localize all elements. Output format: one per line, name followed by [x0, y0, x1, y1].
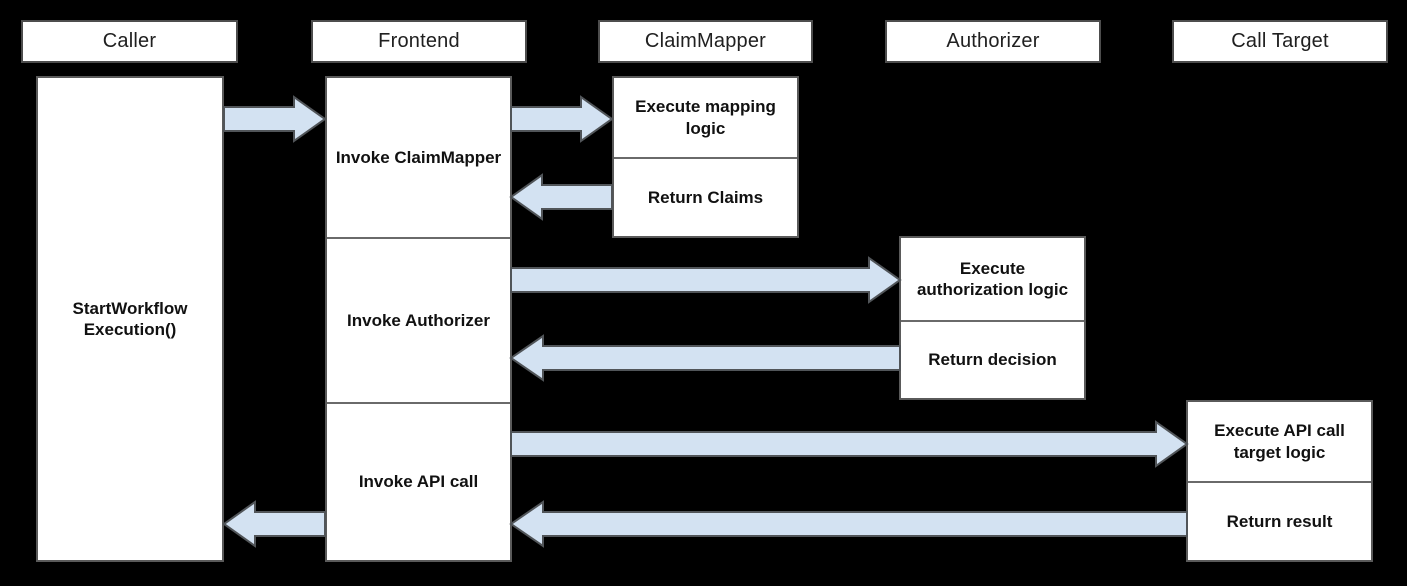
arrow-left-icon	[509, 500, 1188, 548]
activation-claimmapper[interactable]: Execute mapping logic Return Claims	[612, 76, 799, 238]
message-arrow-calltarget-to-frontend[interactable]	[509, 500, 1188, 548]
message-arrow-frontend-to-caller[interactable]	[222, 500, 326, 548]
lifeline-header-calltarget-label: Call Target	[1231, 30, 1329, 52]
arrow-right-icon	[223, 95, 327, 143]
activation-authorizer-segment-1: Execute authorization logic	[901, 238, 1084, 320]
activation-claimmapper-segment-1: Execute mapping logic	[614, 78, 797, 157]
activation-frontend-segment-2-label: Invoke Authorizer	[347, 310, 490, 330]
activation-calltarget-segment-1-label: Execute API call target logic	[1214, 421, 1345, 462]
lifeline-header-authorizer[interactable]: Authorizer	[885, 20, 1101, 63]
message-arrow-frontend-to-claimmapper[interactable]	[510, 95, 614, 143]
arrow-left-icon	[222, 500, 326, 548]
arrow-right-icon	[510, 95, 614, 143]
activation-frontend-segment-1-label: Invoke ClaimMapper	[335, 147, 502, 167]
activation-authorizer[interactable]: Execute authorization logic Return decis…	[899, 236, 1086, 400]
message-arrow-claimmapper-to-frontend[interactable]	[509, 173, 613, 221]
activation-frontend-segment-1: Invoke ClaimMapper	[327, 78, 510, 237]
activation-calltarget[interactable]: Execute API call target logic Return res…	[1186, 400, 1373, 562]
lifeline-header-frontend-label: Frontend	[378, 30, 460, 52]
activation-authorizer-segment-2-label: Return decision	[928, 350, 1057, 370]
message-arrow-authorizer-to-frontend[interactable]	[509, 334, 901, 382]
message-arrow-caller-to-frontend[interactable]	[223, 95, 327, 143]
activation-frontend[interactable]: Invoke ClaimMapper Invoke Authorizer Inv…	[325, 76, 512, 562]
activation-caller-segment-1: StartWorkflow Execution()	[38, 78, 222, 560]
activation-claimmapper-segment-2: Return Claims	[614, 157, 797, 236]
lifeline-header-calltarget[interactable]: Call Target	[1172, 20, 1388, 63]
lifeline-header-claimmapper[interactable]: ClaimMapper	[598, 20, 813, 63]
activation-frontend-segment-2: Invoke Authorizer	[327, 237, 510, 402]
arrow-left-icon	[509, 173, 613, 221]
activation-authorizer-segment-2: Return decision	[901, 320, 1084, 398]
lifeline-header-frontend[interactable]: Frontend	[311, 20, 527, 63]
activation-frontend-segment-3-label: Invoke API call	[358, 472, 479, 492]
activation-caller[interactable]: StartWorkflow Execution()	[36, 76, 224, 562]
message-arrow-frontend-to-authorizer[interactable]	[510, 256, 902, 304]
activation-frontend-segment-3: Invoke API call	[327, 402, 510, 560]
lifeline-header-caller[interactable]: Caller	[21, 20, 238, 63]
activation-calltarget-segment-2-label: Return result	[1226, 511, 1333, 531]
lifeline-header-caller-label: Caller	[102, 30, 157, 52]
activation-calltarget-segment-1: Execute API call target logic	[1188, 402, 1371, 481]
activation-claimmapper-segment-2-label: Return Claims	[647, 187, 764, 207]
message-arrow-frontend-to-calltarget[interactable]	[510, 420, 1189, 468]
activation-calltarget-segment-2: Return result	[1188, 481, 1371, 560]
arrow-right-icon	[510, 256, 902, 304]
activation-caller-segment-1-label: StartWorkflow Execution()	[72, 298, 188, 339]
arrow-left-icon	[509, 334, 901, 382]
arrow-right-icon	[510, 420, 1189, 468]
activation-authorizer-segment-1-label: Execute authorization logic	[916, 258, 1069, 299]
lifeline-header-authorizer-label: Authorizer	[946, 30, 1040, 52]
lifeline-header-claimmapper-label: ClaimMapper	[644, 30, 767, 52]
activation-claimmapper-segment-1-label: Execute mapping logic	[635, 97, 776, 138]
